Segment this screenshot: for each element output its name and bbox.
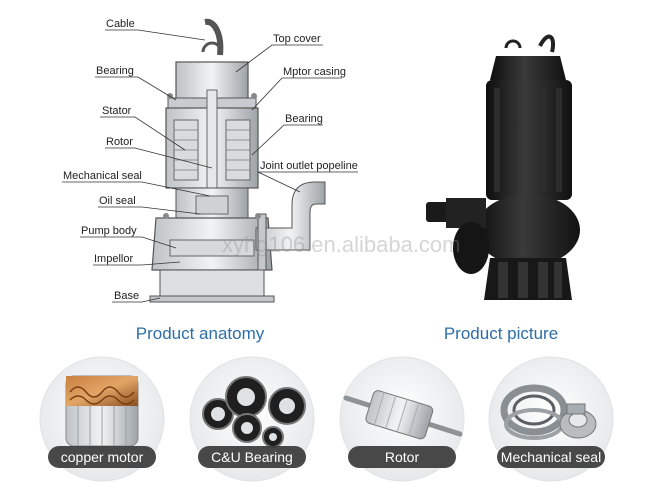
component-label-bearing: C&U Bearing [211,449,293,465]
caption-product-picture: Product picture [444,324,558,343]
watermark-text: xyhg106.en.alibaba.com [222,232,461,257]
label-stator: Stator [102,105,132,117]
component-bearing: C&U Bearing [189,356,315,482]
component-copper-motor: copper motor [39,356,165,482]
label-oil-seal: Oil seal [99,195,136,207]
leader-lines [62,29,358,303]
caption-product-anatomy: Product anatomy [136,324,265,343]
label-rotor: Rotor [106,136,133,148]
component-label-rotor: Rotor [385,449,420,465]
component-label-copper-motor: copper motor [61,449,144,465]
component-mechanical-seal: Mechanical seal [488,356,614,482]
component-label-mechanical-seal: Mechanical seal [501,449,601,465]
label-cable: Cable [106,18,135,30]
label-pump-body: Pump body [81,225,137,237]
label-motor-casing: Mptor casing [283,66,346,78]
component-rotor: Rotor [339,356,465,482]
label-impellor: Impellor [94,253,133,265]
label-bearing-right: Bearing [285,113,323,125]
pump-cross-section [149,18,326,303]
pump-product-photo [426,34,580,300]
label-joint-outlet: Joint outlet popeline [260,160,358,172]
label-mechanical-seal: Mechanical seal [63,170,142,182]
label-base: Base [114,290,139,302]
label-top-cover: Top cover [273,33,321,45]
label-bearing-upper: Bearing [96,65,134,77]
